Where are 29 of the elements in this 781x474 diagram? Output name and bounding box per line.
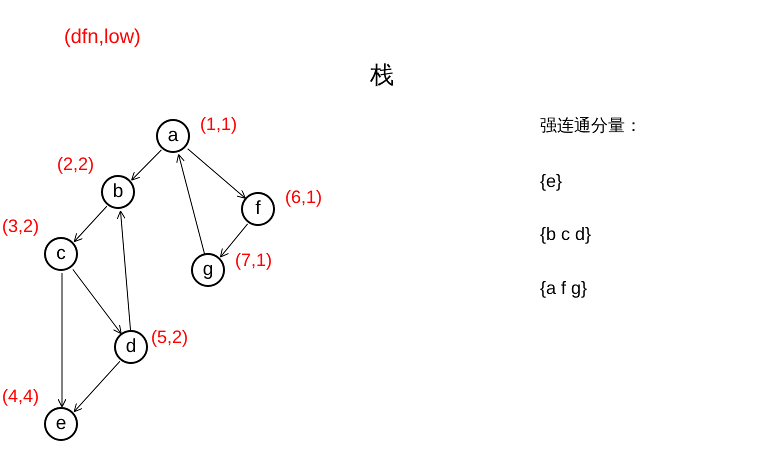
arrow: [176, 154, 205, 254]
arrow: [220, 223, 248, 258]
arrow: [187, 148, 246, 199]
scc-heading: 强连通分量：: [540, 118, 642, 135]
vertex-label: g: [202, 260, 214, 278]
arrow: [72, 268, 122, 334]
stack-heading: 栈: [370, 63, 394, 87]
arrow: [74, 206, 108, 242]
arrow: [58, 272, 66, 408]
vertex-label: f: [255, 198, 261, 218]
dfn-low-value: (5,2): [151, 328, 188, 346]
vertex-label: a: [168, 126, 178, 144]
vertex-label: e: [56, 414, 66, 432]
vertex-label: d: [126, 336, 136, 356]
dfn-low-value: (3,2): [2, 217, 40, 235]
vertex-label: c: [56, 244, 66, 262]
dfn-low-heading: (dfn,low): [64, 27, 141, 47]
dfn-low-value: (2,2): [57, 155, 94, 173]
scc-set: {a f g}: [540, 279, 588, 297]
dfn-low-value: (1,1): [200, 115, 238, 133]
arrow: [116, 210, 131, 331]
vertex-label: b: [112, 182, 124, 200]
arrow: [74, 360, 120, 412]
dfn-low-value: (4,4): [2, 387, 40, 405]
dfn-low-value: (7,1): [235, 251, 272, 269]
dfn-low-value: (6,1): [285, 188, 322, 206]
scc-set: {e}: [540, 172, 562, 190]
arrow: [131, 149, 162, 181]
scc-set: {b c d}: [540, 225, 592, 243]
